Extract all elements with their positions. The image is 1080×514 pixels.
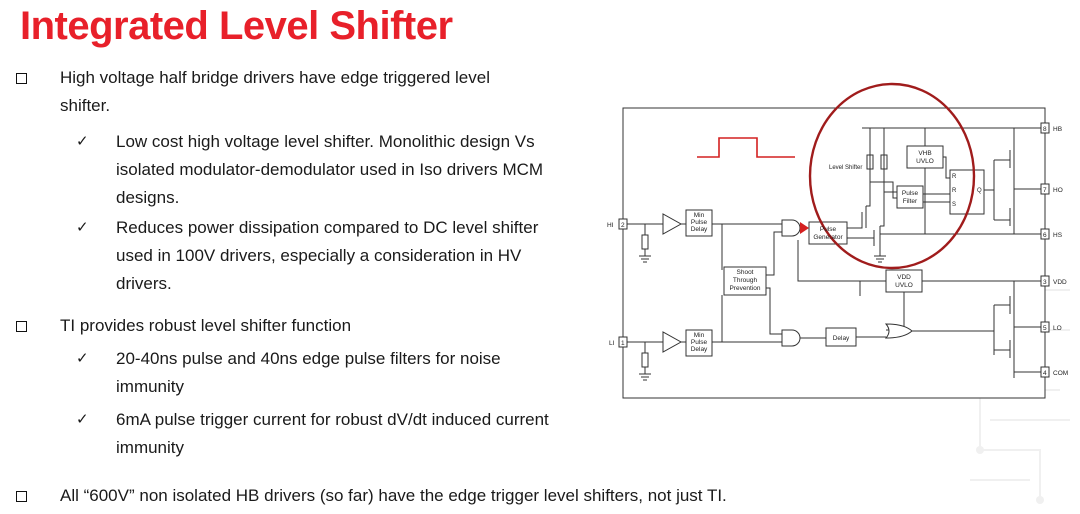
bullet-line: High voltage half bridge drivers have ed…	[60, 68, 490, 87]
bullet-1a: ✓ Low cost high voltage level shifter. M…	[76, 128, 576, 212]
bullet-line: Reduces power dissipation compared to DC…	[116, 218, 539, 237]
pin-lo-name: LO	[1053, 325, 1062, 332]
or-gate	[884, 323, 913, 339]
pulse-generator-label-2: Generator	[813, 234, 843, 241]
vhb-uvlo-label-2: UVLO	[916, 158, 934, 165]
bullet-line: drivers.	[116, 274, 172, 293]
hi-min-pulse-label-1: Min	[694, 212, 705, 219]
shoot-through-label-1: Shoot	[737, 269, 754, 276]
pulse-filter-label-1: Pulse	[902, 190, 919, 197]
vhb-uvlo-label-1: VHB	[918, 150, 931, 157]
pulse-filter-box	[896, 185, 924, 209]
bullet-line: TI provides robust level shifter functio…	[60, 316, 352, 335]
bullet-1: High voltage half bridge drivers have ed…	[16, 64, 576, 120]
shoot-through-label-2: Through	[733, 277, 758, 284]
pin-com-box	[1040, 366, 1050, 378]
pin-li-num: 1	[621, 340, 625, 347]
bullet-line: designs.	[116, 188, 180, 207]
latch-r2-label: R	[952, 188, 957, 194]
input-pulse-waveform	[697, 137, 795, 158]
vdd-uvlo-label-1: VDD	[897, 274, 911, 281]
pin-vdd-num: 3	[1043, 279, 1047, 286]
pin-hi-num: 2	[621, 222, 625, 229]
signal-arrow-icon	[800, 222, 809, 234]
pin-hs-box	[1040, 228, 1050, 240]
vdd-uvlo-label-2: UVLO	[895, 282, 913, 289]
check-icon: ✓	[76, 133, 89, 150]
square-bullet-icon	[16, 482, 27, 512]
pin-hb-name: HB	[1053, 126, 1062, 133]
pin-li-box	[618, 336, 628, 348]
bullet-1b: ✓ Reduces power dissipation compared to …	[76, 214, 576, 298]
bullet-line: 6mA pulse trigger current for robust dV/…	[116, 410, 549, 429]
pin-hs-name: HS	[1053, 232, 1063, 239]
bullet-line: isolated modulator-demodulator used in I…	[116, 160, 544, 179]
bullet-3: All “600V” non isolated HB drivers (so f…	[16, 482, 1016, 510]
shoot-through-prevention-box	[723, 266, 767, 296]
check-icon: ✓	[76, 350, 89, 367]
hi-and-gate	[781, 219, 801, 237]
li-schmitt-buffer	[662, 331, 683, 353]
delay-label: Delay	[833, 335, 850, 342]
pin-vdd-name: VDD	[1053, 279, 1067, 286]
pin-hs-num: 6	[1043, 232, 1047, 239]
bullet-line: immunity	[116, 438, 185, 457]
hi-min-pulse-label-2: Pulse	[691, 219, 708, 226]
li-min-pulse-label-1: Min	[694, 332, 705, 339]
shoot-through-label-3: Prevention	[729, 285, 760, 292]
pin-hb-box	[1040, 122, 1050, 134]
bullet-line: shifter.	[60, 96, 111, 115]
pin-hi-name: HI	[607, 222, 614, 229]
li-min-pulse-label-3: Delay	[691, 346, 708, 353]
pin-li-name: LI	[609, 340, 615, 347]
pin-ho-num: 7	[1043, 187, 1047, 194]
pin-ho-box	[1040, 183, 1050, 195]
level-shifter-label: Level Shifter	[829, 165, 862, 171]
check-icon: ✓	[76, 219, 89, 236]
bullet-line: 20-40ns pulse and 40ns edge pulse filter…	[116, 349, 501, 368]
bullet-2b: ✓ 6mA pulse trigger current for robust d…	[76, 406, 576, 462]
pulse-filter-label-2: Filter	[903, 198, 918, 205]
pin-hi-box	[618, 218, 628, 230]
level-shifter-highlight-circle	[808, 82, 976, 270]
li-min-pulse-delay-box	[685, 329, 713, 357]
bullet-line: immunity	[116, 377, 185, 396]
bullet-line: All “600V” non isolated HB drivers (so f…	[60, 486, 727, 505]
pin-com-name: COM	[1053, 370, 1068, 377]
hi-min-pulse-label-3: Delay	[691, 226, 708, 233]
li-and-gate	[781, 329, 801, 347]
pin-lo-num: 5	[1043, 325, 1047, 332]
check-icon: ✓	[76, 411, 89, 428]
bullet-2: TI provides robust level shifter functio…	[16, 312, 576, 340]
square-bullet-icon	[16, 312, 27, 342]
latch-r1-label: R	[952, 174, 957, 180]
pulse-generator-label-1: Pulse	[820, 226, 837, 233]
square-bullet-icon	[16, 64, 27, 94]
latch-s-label: S	[952, 202, 956, 208]
pin-lo-box	[1040, 321, 1050, 333]
pin-ho-name: HO	[1053, 187, 1063, 194]
page-title: Integrated Level Shifter	[20, 4, 453, 48]
hi-schmitt-buffer	[662, 213, 683, 235]
pin-vdd-box	[1040, 275, 1050, 287]
latch-q-label: Q	[977, 188, 982, 194]
bullet-line: used in 100V drivers, especially a consi…	[116, 246, 522, 265]
pin-hb-num: 8	[1043, 126, 1047, 133]
bullet-line: Low cost high voltage level shifter. Mon…	[116, 132, 535, 151]
li-min-pulse-label-2: Pulse	[691, 339, 708, 346]
bullet-2a: ✓ 20-40ns pulse and 40ns edge pulse filt…	[76, 345, 576, 401]
hi-min-pulse-delay-box	[685, 209, 713, 237]
pin-com-num: 4	[1043, 370, 1047, 377]
